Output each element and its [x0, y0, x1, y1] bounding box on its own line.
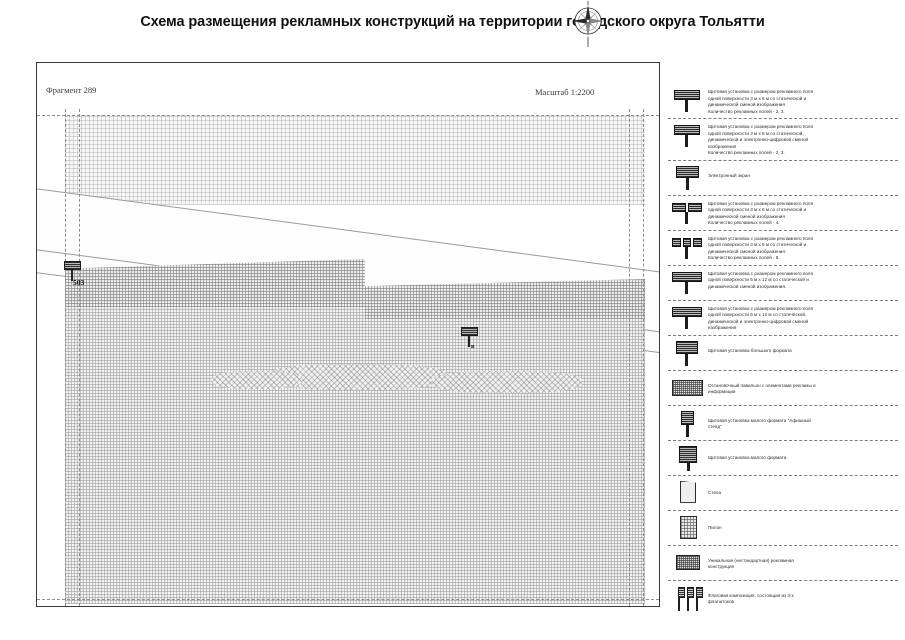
legend-item-label: Щитовая установка большого формата	[708, 347, 792, 353]
billboard-3x6-digital-icon	[668, 122, 708, 150]
pylon-icon	[668, 514, 708, 542]
billboard-post-icon	[468, 336, 470, 347]
legend-panel: Щитовая установка с размером рекламного …	[668, 84, 898, 615]
map-boundary-north	[37, 115, 659, 116]
legend-item[interactable]: Флаговая композиция, состоящая из 3-х фл…	[668, 581, 898, 615]
legend-item-label: Щитовая установка с размером рекламного …	[708, 235, 813, 261]
map-terrain[interactable]: 503 в	[37, 109, 659, 606]
small-format-poster-stand-icon	[668, 409, 708, 437]
map-marker-billboard-b[interactable]: в	[461, 327, 478, 350]
legend-item[interactable]: Электронный экран	[668, 161, 898, 196]
billboard-3x6-static-dynamic-icon	[668, 87, 708, 115]
map-marker-billboard-503[interactable]: 503	[64, 261, 84, 287]
legend-item-label: Уникальная (нестандартная) рекламная кон…	[708, 557, 794, 570]
legend-item[interactable]: Щитовая установка с размером рекламного …	[668, 84, 898, 120]
map-block-wedge-east	[365, 279, 645, 319]
flag-composition-icon	[668, 584, 708, 612]
page-title: Схема размещения рекламных конструкций н…	[140, 14, 765, 30]
legend-item[interactable]: Щитовая установка малого формата	[668, 441, 898, 476]
billboard-5x12-digital-icon	[668, 304, 708, 332]
small-format-billboard-icon	[668, 444, 708, 472]
map-marker-label: в	[471, 343, 475, 350]
map-boundary-south	[37, 599, 659, 600]
map-boundary-west	[65, 109, 66, 606]
billboard-post-icon	[71, 270, 73, 281]
legend-item[interactable]: Щитовая установка с размером рекламного …	[668, 119, 898, 161]
legend-item-label: Щитовая установка с размером рекламного …	[708, 270, 813, 289]
legend-item-label: Стела	[708, 489, 722, 495]
map-patch-b	[432, 371, 582, 393]
map-panel[interactable]: 503 в Фрагмент 289 Масштаб 1:2200	[36, 62, 660, 607]
legend-item-label: Щитовая установка с размером рекламного …	[708, 305, 813, 331]
legend-item[interactable]: Щитовая установка большого формата	[668, 336, 898, 371]
map-patch-c	[212, 371, 302, 389]
legend-item[interactable]: Стела	[668, 476, 898, 511]
legend-item[interactable]: Остановочный павильон с элементами рекла…	[668, 371, 898, 406]
billboard-5x12-static-dynamic-icon	[668, 269, 708, 297]
legend-item-label: Электронный экран	[708, 172, 750, 178]
map-block-south	[65, 299, 645, 604]
legend-item-label: Пилон	[708, 524, 722, 530]
legend-item-label: Щитовая установка с размером рекламного …	[708, 200, 813, 226]
billboard-3x6-four-fields-icon	[668, 199, 708, 227]
legend-item-label: Щитовая установка малого формата "Афишны…	[708, 417, 811, 430]
legend-item[interactable]: Уникальная (нестандартная) рекламная кон…	[668, 546, 898, 581]
billboard-board-icon	[64, 261, 81, 270]
legend-item[interactable]: Щитовая установка малого формата "Афишны…	[668, 406, 898, 441]
legend-item-label: Флаговая композиция, состоящая из 3-х фл…	[708, 592, 794, 605]
scale-label: Масштаб 1:2200	[535, 87, 595, 97]
legend-item-label: Щитовая установка с размером рекламного …	[708, 124, 813, 156]
map-block-nw	[65, 115, 645, 205]
map-marker-label: 503	[73, 278, 85, 287]
legend-item-label: Остановочный павильон с элементами рекла…	[708, 382, 816, 395]
compass-rose-icon	[572, 1, 604, 47]
map-header: Фрагмент 289 Масштаб 1:2200	[37, 63, 659, 109]
billboard-3x6-eight-fields-icon	[668, 234, 708, 262]
legend-item[interactable]: Щитовая установка с размером рекламного …	[668, 301, 898, 336]
legend-item-label: Щитовая установка с размером рекламного …	[708, 89, 813, 114]
map-boundary-inner-east	[643, 109, 644, 606]
stela-icon	[668, 479, 708, 507]
legend-item[interactable]: Щитовая установка с размером рекламного …	[668, 231, 898, 266]
legend-item-label: Щитовая установка малого формата	[708, 454, 787, 460]
electronic-screen-icon	[668, 164, 708, 192]
unique-construction-icon	[668, 549, 708, 577]
legend-item[interactable]: Щитовая установка с размером рекламного …	[668, 266, 898, 301]
bus-stop-pavilion-icon	[668, 374, 708, 402]
legend-item[interactable]: Щитовая установка с размером рекламного …	[668, 196, 898, 231]
large-format-billboard-icon	[668, 339, 708, 367]
legend-item[interactable]: Пилон	[668, 511, 898, 546]
map-boundary-inner-west	[79, 109, 80, 606]
fragment-label: Фрагмент 289	[46, 85, 97, 95]
map-boundary-east	[629, 109, 630, 606]
billboard-board-icon	[461, 327, 478, 336]
